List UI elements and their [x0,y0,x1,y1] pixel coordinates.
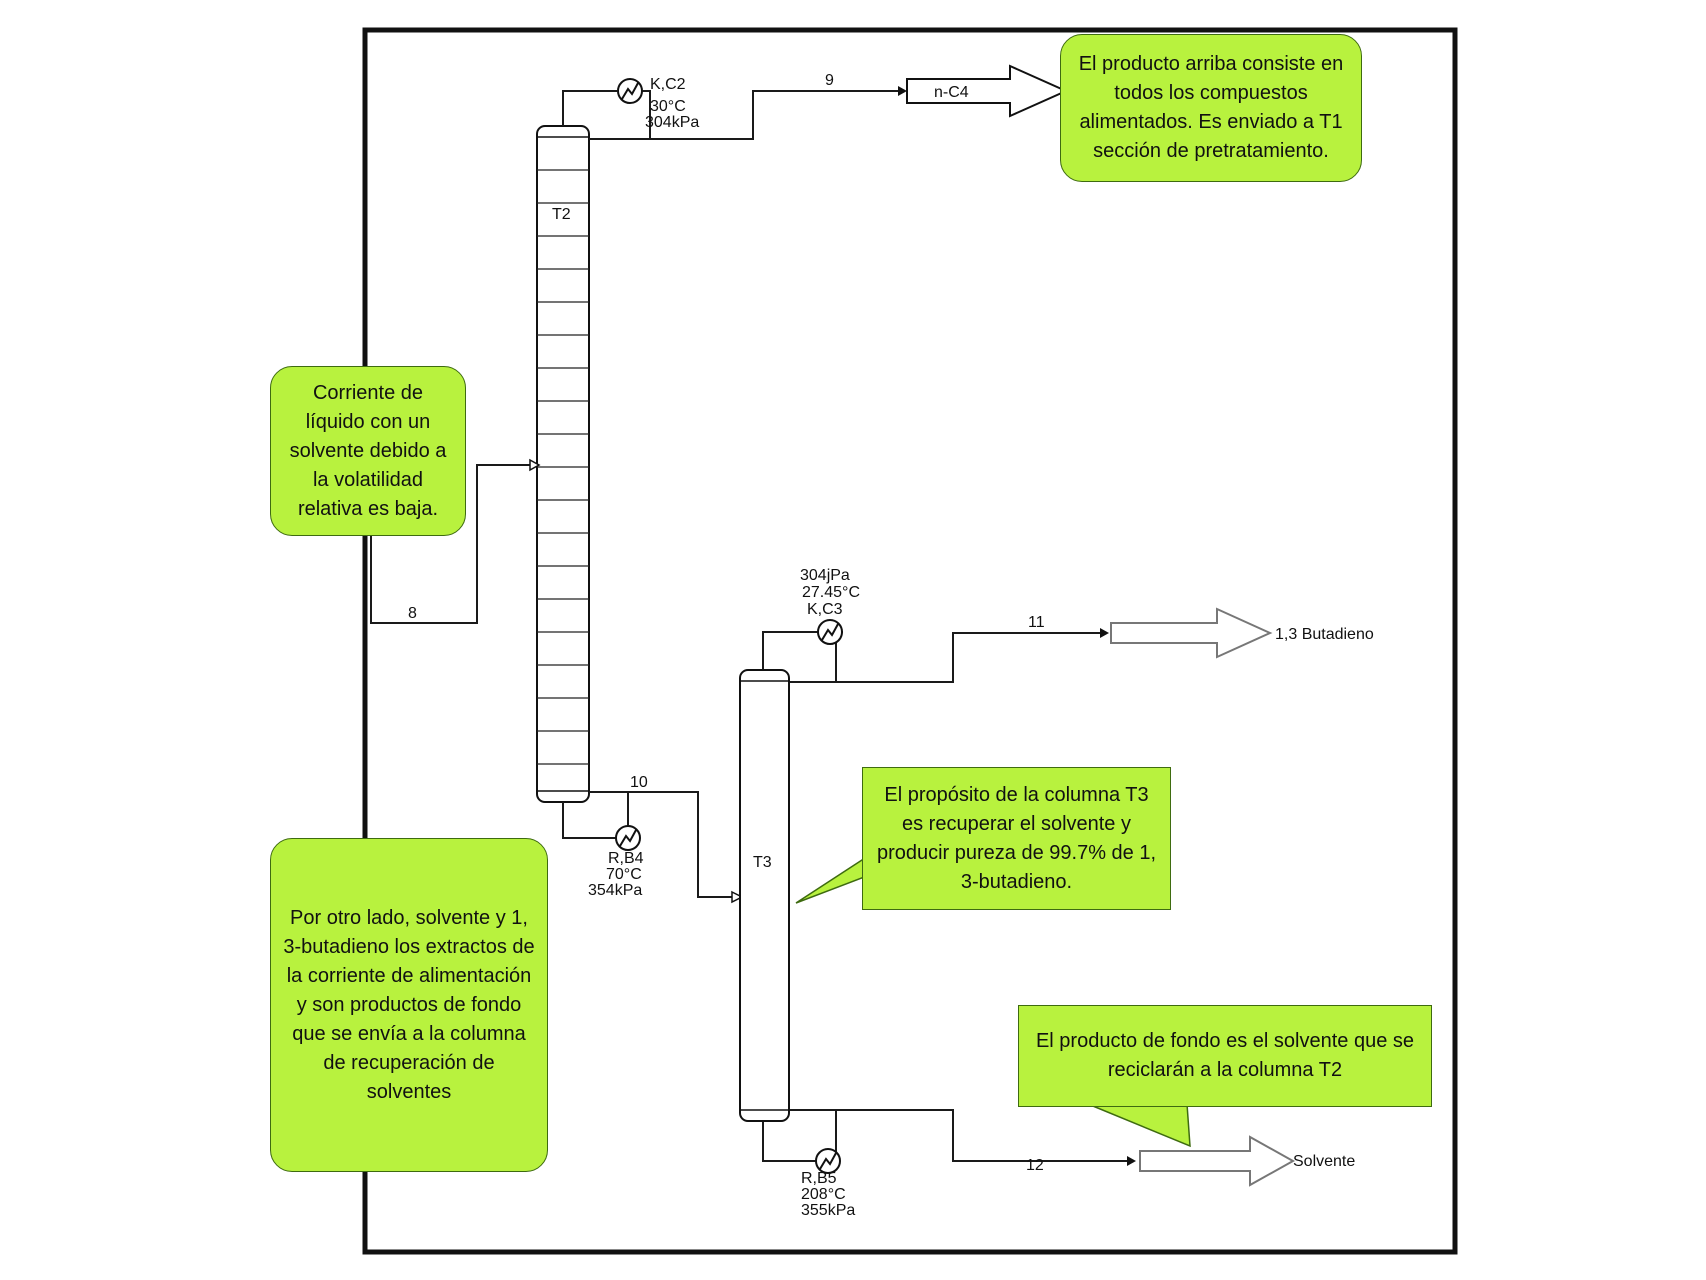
product-arrow-nc4 [906,64,1069,118]
t2-trays [537,169,589,765]
stream-11-label: 11 [1028,614,1045,631]
stream-10-label: 10 [630,774,648,791]
stream-12-label: 12 [1026,1157,1044,1174]
rb4-temp: 70°C [606,866,642,883]
nc4-label: n-C4 [934,84,969,101]
note-left: Corriente de líquido con un solvente deb… [270,366,466,536]
rb5-label: R,B5 [801,1170,837,1187]
note-bottom-right: El producto de fondo es el solvente que … [1018,1005,1432,1107]
condenser-kc2-icon [617,78,643,104]
kc2-temp: 30°C [650,98,686,115]
reboiler-rb5-icon [815,1148,841,1174]
rb4-press: 354kPa [588,882,642,899]
product-arrow-butadieno [1110,607,1273,659]
note-middle: El propósito de la columna T3 es recuper… [862,767,1171,910]
solvente-label: Solvente [1293,1153,1355,1170]
stream-9-label: 9 [825,72,834,89]
kc3-temp: 27.45°C [802,584,860,601]
rb5-temp: 208°C [801,1186,846,1203]
product-arrow-solvente [1139,1135,1296,1187]
kc2-press: 304kPa [645,114,699,131]
stream-8-label: 8 [408,605,417,622]
t3-label: T3 [753,854,772,871]
condenser-kc3-icon [817,619,843,645]
kc2-label: K,C2 [650,76,686,93]
reboiler-rb4-icon [615,825,641,851]
t2-label: T2 [552,206,571,223]
kc3-label: K,C3 [807,601,843,618]
butadieno-label: 1,3 Butadieno [1275,626,1374,643]
note-top: El producto arriba consiste en todos los… [1060,34,1362,182]
column-t2 [536,125,590,803]
diagram-frame [362,27,1458,1255]
callout-pointer-bottom-right [1087,1103,1191,1148]
kc3-press: 304jPa [800,567,850,584]
rb4-label: R,B4 [608,850,644,867]
rb5-press: 355kPa [801,1202,855,1219]
note-bottom-left: Por otro lado, solvente y 1, 3-butadieno… [270,838,548,1172]
column-t3 [739,669,790,1122]
